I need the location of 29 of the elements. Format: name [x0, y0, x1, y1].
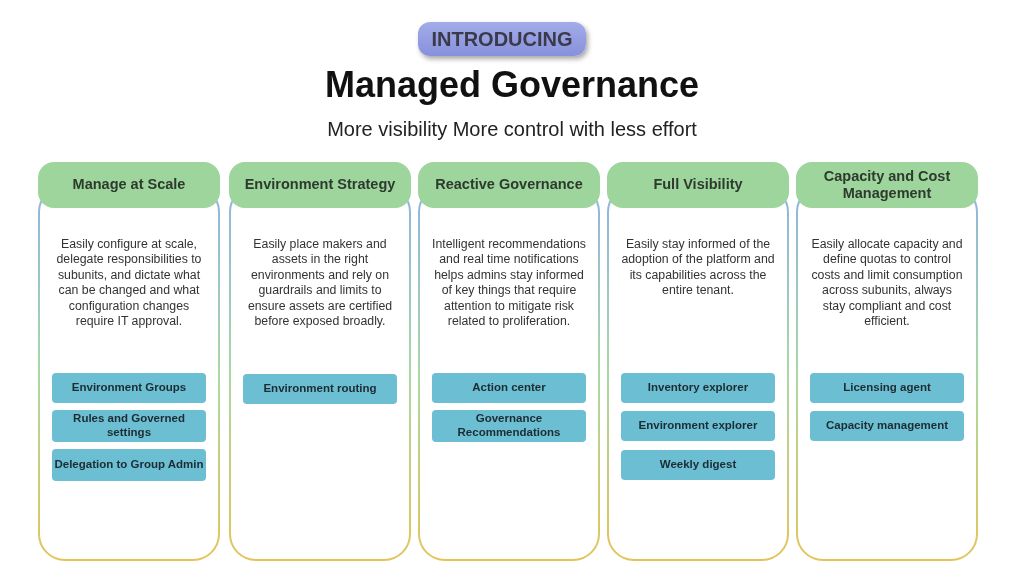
feature-tag: Licensing agent — [810, 373, 964, 403]
feature-tag: Environment Groups — [52, 373, 206, 403]
feature-card — [418, 162, 600, 561]
feature-tag: Weekly digest — [621, 450, 775, 480]
description-text: Easily stay informed of the adoption of the platform and its capabilities across the entire tenant. — [621, 237, 775, 299]
description-text: Easily place makers and assets in the right environments and rely on guardrails and limits to ensure assets are certified before exposed broadly. — [246, 237, 394, 330]
feature-tag: Capacity management — [810, 411, 964, 441]
feature-tag: Governance Recommendations — [432, 410, 586, 442]
feature-card — [38, 162, 220, 561]
subtitle: More visibility More control with less effort — [326, 118, 698, 141]
description-text: Intelligent recommendations and real time notifications helps admins stay informed of key things that require attention to mitigate risk related to proliferation. — [432, 237, 586, 330]
card-header: Capacity and Cost Management — [796, 162, 978, 208]
description-text: Easily configure at scale, delegate responsibilities to subunits, and dictate what can be changed and what configuration changes require IT approval. — [55, 237, 203, 330]
feature-tag: Rules and Governed settings — [52, 410, 206, 442]
feature-card — [229, 162, 411, 561]
feature-tag: Environment routing — [243, 374, 397, 404]
title: Managed Governance — [323, 64, 701, 106]
card-header: Manage at Scale — [38, 162, 220, 208]
card-header: Environment Strategy — [229, 162, 411, 208]
feature-tag: Inventory explorer — [621, 373, 775, 403]
feature-tag: Delegation to Group Admin — [52, 449, 206, 481]
feature-card — [607, 162, 789, 561]
card-header: Reactive Governance — [418, 162, 600, 208]
feature-tag: Action center — [432, 373, 586, 403]
introducing-badge: INTRODUCING — [418, 22, 586, 56]
description-text: Easily allocate capacity and define quotas to control costs and limit consumption across subunits, always stay compliant and cost efficient. — [810, 237, 964, 330]
card-header: Full Visibility — [607, 162, 789, 208]
feature-card — [796, 162, 978, 561]
feature-tag: Environment explorer — [621, 411, 775, 441]
